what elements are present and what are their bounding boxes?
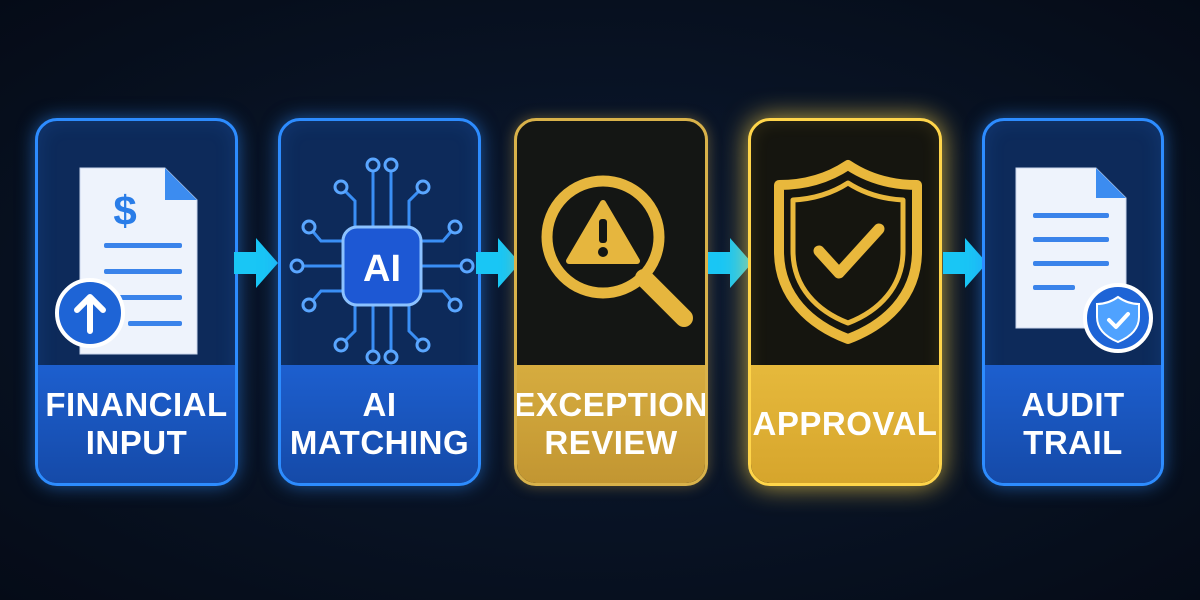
step-label-line2: REVIEW [544, 424, 678, 461]
step-label-line2: INPUT [85, 424, 188, 461]
flow-arrow-icon [472, 235, 522, 291]
step-label: AI MATCHING [281, 365, 478, 483]
magnifier-warning-icon [517, 121, 705, 371]
step-label-line1: EXCEPTION [514, 386, 708, 423]
chip-text: AI [363, 248, 401, 290]
step-exception-review: EXCEPTION REVIEW [514, 118, 708, 486]
step-label: AUDIT TRAIL [985, 365, 1161, 483]
step-label-line1: AUDIT [1021, 386, 1125, 423]
step-label-line1: APPROVAL [752, 405, 938, 442]
step-label-line1: AI [362, 386, 397, 423]
flow-arrow-icon [230, 235, 280, 291]
step-label: FINANCIAL INPUT [38, 365, 235, 483]
shield-check-icon [751, 121, 939, 371]
step-ai-matching: AI AI MATCHING [278, 118, 481, 486]
document-upload-icon: $ [38, 121, 235, 371]
step-approval: APPROVAL [748, 118, 942, 486]
step-audit-trail: AUDIT TRAIL [982, 118, 1164, 486]
ai-chip-icon: AI [281, 121, 478, 371]
step-label-line2: TRAIL [1023, 424, 1123, 461]
step-label: APPROVAL [751, 365, 939, 483]
svg-text:$: $ [113, 187, 136, 234]
step-label-line1: FINANCIAL [45, 386, 228, 423]
step-financial-input: $ FINANCIAL INPUT [35, 118, 238, 486]
step-label: EXCEPTION REVIEW [517, 365, 705, 483]
flow-arrow-icon [939, 235, 989, 291]
document-shield-icon [985, 121, 1161, 371]
step-label-line2: MATCHING [289, 424, 470, 461]
flow-arrow-icon [704, 235, 754, 291]
